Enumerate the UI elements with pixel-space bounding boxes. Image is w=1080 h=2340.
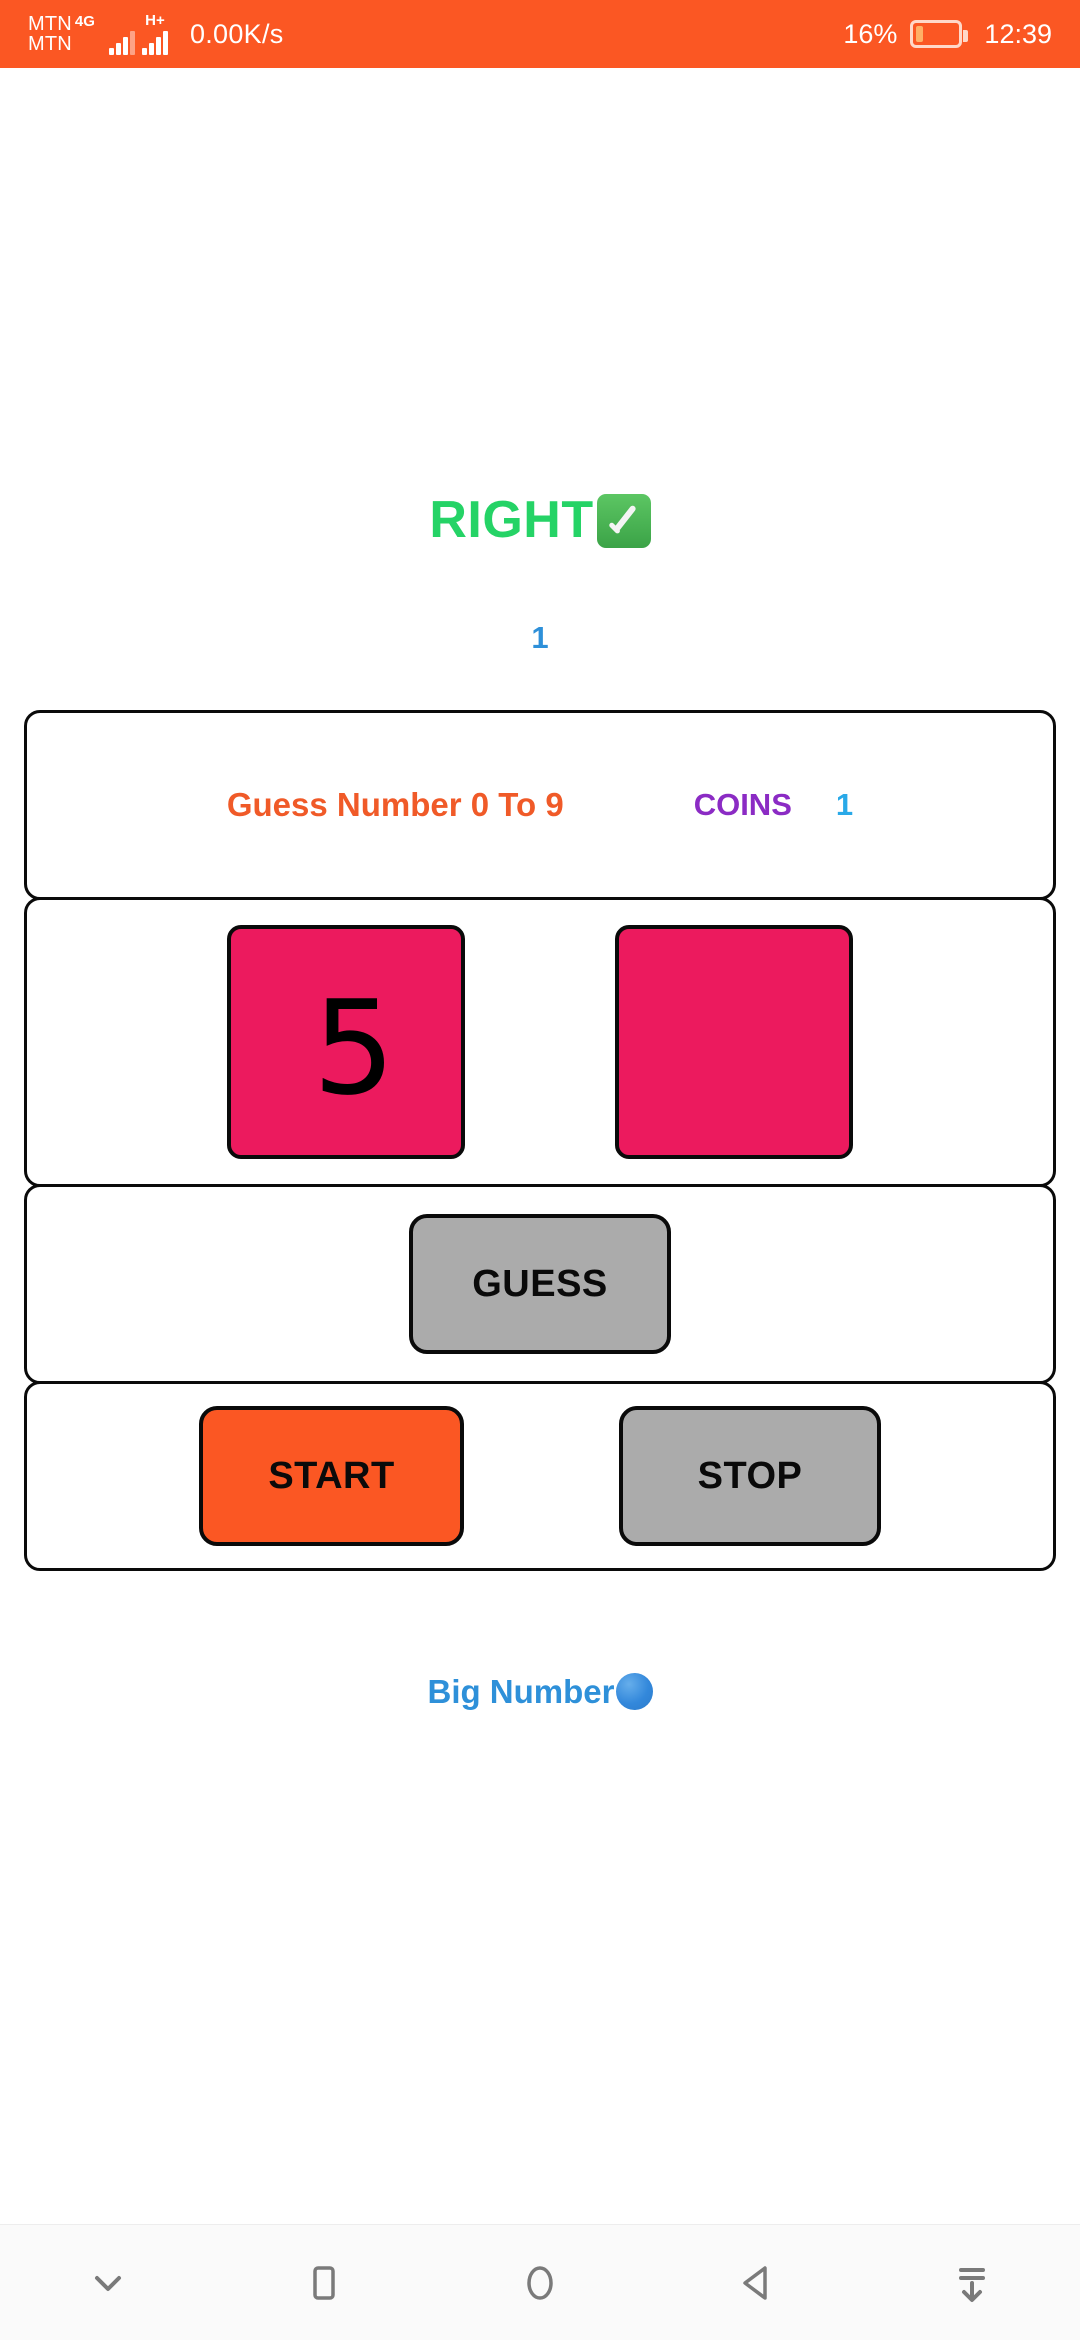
signal-indicators: H+ — [108, 12, 168, 55]
dual-sim-carriers: MTN 4G MTN — [28, 12, 95, 55]
info-card: Guess Number 0 To 9 COINS 1 — [24, 710, 1056, 900]
battery-percent-label: 16% — [843, 18, 898, 49]
coins-label: COINS — [693, 787, 792, 822]
stop-button[interactable]: STOP — [619, 1406, 881, 1546]
network-speed-label: 0.00K/s — [189, 18, 284, 49]
digits-card: 5 — [24, 897, 1056, 1187]
controls-card: START STOP — [24, 1381, 1056, 1571]
system-navigation-bar — [0, 2224, 1080, 2340]
sim1-network-label: 4G — [74, 12, 95, 30]
start-button-label: START — [268, 1454, 395, 1497]
status-bar: MTN 4G MTN H+ 0.00K/s 16% — [0, 0, 1080, 68]
home-circle-icon[interactable] — [470, 2225, 610, 2340]
status-bar-left: MTN 4G MTN H+ 0.00K/s — [28, 13, 284, 55]
sim2-carrier-label: MTN — [28, 33, 72, 55]
guess-card: GUESS — [24, 1184, 1056, 1384]
round-number: 1 — [531, 620, 549, 655]
recents-square-icon[interactable] — [254, 2225, 394, 2340]
start-button[interactable]: START — [199, 1406, 464, 1546]
signal-bars-icon — [141, 29, 168, 55]
signal-bars-icon — [108, 29, 135, 55]
instruction-label: Guess Number 0 To 9 — [226, 786, 564, 823]
sim2-signal: H+ — [141, 12, 168, 55]
result-text: RIGHT — [429, 491, 594, 549]
sim2-network-label: H+ — [145, 12, 165, 29]
big-number-label: Big Number — [427, 1673, 615, 1710]
digit-box-right[interactable] — [615, 925, 853, 1159]
coins-value: 1 — [835, 787, 854, 822]
hide-keyboard-icon[interactable] — [902, 2225, 1042, 2340]
guess-button[interactable]: GUESS — [409, 1214, 671, 1354]
big-number-link[interactable]: Big Number — [0, 1673, 1080, 1711]
stop-button-label: STOP — [697, 1454, 803, 1497]
white-check-mark-emoji — [596, 494, 651, 548]
guess-button-label: GUESS — [472, 1262, 608, 1305]
digit-left-value: 5 — [312, 972, 396, 1124]
back-triangle-icon[interactable] — [686, 2225, 826, 2340]
chevron-down-icon[interactable] — [38, 2225, 178, 2340]
blue-circle-emoji — [615, 1673, 653, 1710]
digit-box-left[interactable]: 5 — [227, 925, 465, 1159]
sim1-signal — [108, 29, 135, 55]
status-bar-right: 16% 12:39 — [843, 19, 1052, 50]
clock-label: 12:39 — [984, 18, 1052, 49]
sim1-carrier-label: MTN — [28, 12, 72, 35]
battery-icon — [910, 20, 969, 48]
result-banner: RIGHT — [0, 490, 1080, 550]
